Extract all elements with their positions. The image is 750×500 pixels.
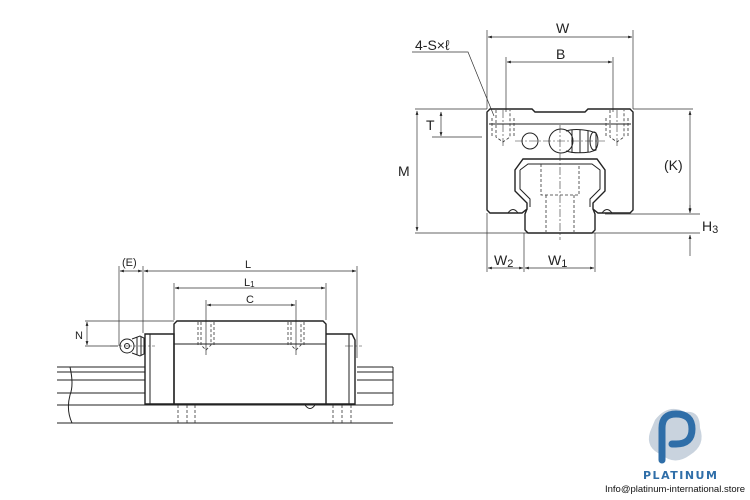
logo-brand-text: PLATINUM [643,469,718,482]
label-c: C [246,294,254,306]
label-l1: L1 [244,277,255,289]
label-l: L [245,259,251,271]
side-view: (E) L L1 C N [57,257,394,424]
contact-email: Info@platinum-international.store [605,484,745,495]
label-w1: W1 [548,252,567,270]
label-t: T [426,117,435,133]
label-w: W [556,20,570,36]
label-m: M [398,163,410,179]
label-b: B [556,46,565,62]
platinum-logo: PLATINUM Info@platinum-international.sto… [605,408,745,495]
label-h3: H3 [702,218,718,236]
label-k: (K) [664,157,683,173]
front-view: W B 4-S×ℓ T M (K) H3 W2 W1 [398,20,718,272]
label-screw-spec: 4-S×ℓ [415,37,450,53]
label-n: N [75,330,83,342]
label-w2: W2 [494,252,513,270]
label-e: (E) [122,257,137,269]
